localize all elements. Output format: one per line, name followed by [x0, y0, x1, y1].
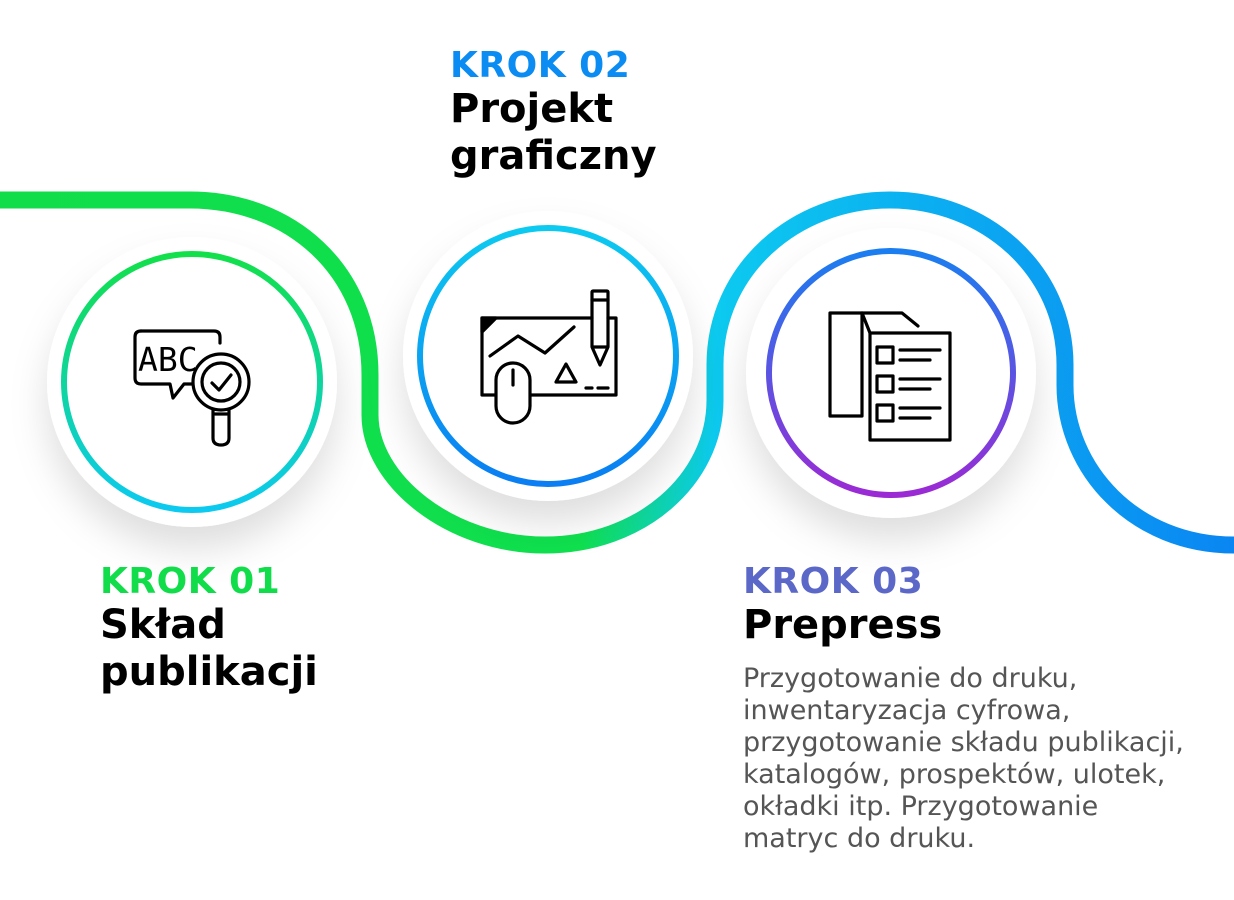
folded-brochure-checklist-icon	[828, 311, 952, 442]
step-03-text: KROK 03 Prepress Przygotowanie do druku,…	[743, 562, 1233, 855]
step-01-title-line: Skład	[100, 602, 226, 648]
step-03-node	[746, 228, 1036, 518]
step-02-node	[403, 211, 693, 501]
step-01-text: KROK 01 Skład publikacji	[100, 562, 318, 696]
step-03-description-line: katalogów, prospektów, ulotek,	[743, 759, 1166, 790]
step-03-description-line: okładki itp. Przygotowanie	[743, 791, 1099, 822]
step-03-description-line: Przygotowanie do druku,	[743, 663, 1078, 694]
step-01-title: Skład publikacji	[100, 602, 318, 696]
step-03-description: Przygotowanie do druku, inwentaryzacja c…	[743, 663, 1233, 855]
step-01-title-line: publikacji	[100, 649, 318, 695]
design-tablet-pen-mouse-icon	[480, 289, 618, 425]
step-03-description-line: inwentaryzacja cyfrowa,	[743, 695, 1071, 726]
step-02-title-line: Projekt	[450, 86, 614, 132]
step-01-node: ABC	[47, 237, 337, 527]
step-03-title: Prepress	[743, 602, 1233, 649]
step-03-description-line: przygotowanie składu publikacji,	[743, 727, 1184, 758]
step-02-text: KROK 02 Projekt graficzny	[450, 46, 657, 180]
wave-connector	[0, 191, 1234, 554]
svg-text:ABC: ABC	[138, 340, 198, 379]
step-01-kicker: KROK 01	[100, 561, 281, 602]
step-03-description-line: matryc do druku.	[743, 823, 976, 854]
step-03-kicker: KROK 03	[743, 561, 924, 602]
step-02-title-line: graficzny	[450, 133, 657, 179]
abc-magnifier-check-icon: ABC	[133, 329, 251, 447]
step-02-kicker: KROK 02	[450, 45, 631, 86]
step-02-title: Projekt graficzny	[450, 86, 657, 180]
step-03-title-line: Prepress	[743, 602, 943, 648]
